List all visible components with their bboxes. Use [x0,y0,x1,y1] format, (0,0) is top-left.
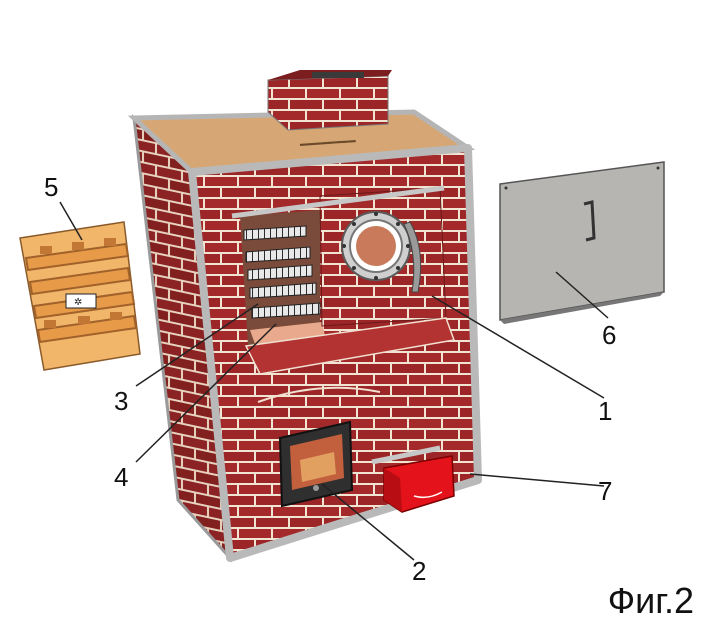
leader-2 [321,483,415,561]
callout-4: 4 [114,462,129,492]
firebox-door [278,420,354,508]
leader-7 [469,473,605,487]
leader-1 [431,295,605,399]
leader-3 [135,303,259,387]
round-oven-door [341,211,422,293]
callout-6: 6 [602,320,617,350]
figure-caption: Фиг.2 [607,580,694,621]
callout-1: 1 [598,396,613,426]
ash-rail [371,445,441,465]
steel-front-panel [499,161,665,324]
leader-4 [135,323,277,463]
wooden-grate-panel: ✲ [19,221,141,371]
chimney [267,70,392,131]
lower-grate-shelf [249,282,321,319]
callout-2: 2 [412,556,427,586]
upper-grate-shelf [243,225,313,281]
firebox-arch [257,386,381,403]
callout-3: 3 [114,386,129,416]
brick-ledge [244,317,456,375]
top-board-marking: ▬▬▬▬▬▬▬▬ [300,137,356,148]
leader-lines [59,201,609,561]
leader-6 [555,271,609,319]
callout-7: 7 [598,476,613,506]
upper-rail [231,185,445,219]
callout-5: 5 [44,172,59,202]
ash-drawer [383,455,455,513]
leader-5 [59,201,83,241]
svg-text:✲: ✲ [74,297,82,308]
